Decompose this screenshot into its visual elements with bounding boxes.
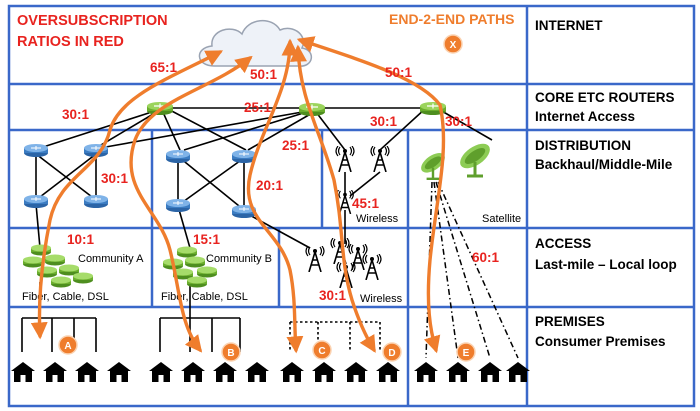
ratio-dist-wireless: 45:1 — [352, 196, 380, 211]
path-marker-e-label: E — [463, 348, 470, 359]
path-marker-d: D — [382, 342, 402, 362]
community-b-label: Community B — [206, 253, 272, 265]
cloud-icon — [198, 20, 312, 67]
house-icon — [478, 362, 502, 382]
ratio-internet-mid: 50:1 — [250, 67, 278, 82]
ratio-access-wireless: 30:1 — [319, 288, 347, 303]
house-icon — [245, 362, 269, 382]
layer-title-internet: INTERNET — [535, 18, 603, 33]
wireless-access-label: Wireless — [360, 293, 403, 305]
house-icon — [376, 362, 400, 382]
layer-title-distribution: DISTRIBUTION — [535, 138, 631, 153]
fiber-a-label: Fiber, Cable, DSL — [22, 291, 109, 303]
house-icon — [75, 362, 99, 382]
ratio-dist-mid2: 20:1 — [256, 178, 284, 193]
path-marker-a-label: A — [64, 341, 71, 352]
ratios-title-line1: OVERSUBSCRIPTION — [17, 13, 168, 29]
path-marker-b-label: B — [227, 348, 234, 359]
community-a-label: Community A — [78, 253, 144, 265]
ratios-title-line2: RATIOS IN RED — [17, 34, 124, 50]
layer-title-core: CORE ETC ROUTERS — [535, 90, 675, 105]
house-icon — [280, 362, 304, 382]
ratio-internet-left: 65:1 — [150, 60, 178, 75]
ratio-core-right2: 30:1 — [445, 114, 473, 129]
ratio-dist-mid1: 25:1 — [282, 138, 310, 153]
ratio-access-a: 10:1 — [67, 232, 95, 247]
path-marker-b: B — [221, 342, 241, 362]
wireless-dist-label: Wireless — [356, 213, 399, 225]
ratio-core-mid: 25:1 — [244, 100, 272, 115]
house-icon — [43, 362, 67, 382]
path-marker-c-label: C — [318, 346, 325, 357]
access-node-stack-icon-a — [23, 244, 93, 288]
house-icon — [181, 362, 205, 382]
path-marker-e: E — [456, 342, 476, 362]
paths-legend-marker-label: X — [450, 40, 457, 51]
layer-subtitle-distribution: Backhaul/Middle-Mile — [535, 157, 673, 172]
layer-title-access: ACCESS — [535, 236, 591, 251]
antenna-tower-icon — [362, 254, 382, 280]
end-to-end-paths — [30, 36, 446, 354]
house-icon — [344, 362, 368, 382]
path-marker-c: C — [312, 340, 332, 360]
house-icon — [312, 362, 336, 382]
ratio-core-left: 30:1 — [62, 107, 90, 122]
antenna-tower-icon — [330, 238, 350, 264]
ratio-dist-left: 30:1 — [101, 171, 129, 186]
antenna-tower-icon — [348, 244, 368, 270]
ratio-access-b: 15:1 — [193, 232, 221, 247]
layer-subtitle-premises: Consumer Premises — [535, 334, 666, 349]
dist-switch-icon — [23, 143, 49, 157]
antenna-tower-icon — [335, 146, 355, 172]
ratio-core-right1: 30:1 — [370, 114, 398, 129]
dist-switch-icon — [83, 194, 109, 208]
premises-houses — [11, 362, 530, 382]
house-icon — [149, 362, 173, 382]
house-icon — [414, 362, 438, 382]
ratio-access-satellite: 60:1 — [472, 250, 500, 265]
satellite-dish-icon — [455, 140, 495, 178]
antenna-tower-icon — [370, 146, 390, 172]
layer-titles: INTERNET CORE ETC ROUTERS Internet Acces… — [535, 18, 677, 349]
layer-subtitle-core: Internet Access — [535, 109, 635, 124]
dist-switch-icon — [23, 194, 49, 208]
path-marker-a: A — [58, 335, 78, 355]
dist-switch-icon — [165, 198, 191, 212]
antenna-tower-icon — [305, 246, 325, 272]
house-icon — [107, 362, 131, 382]
ratio-labels: 65:1 50:1 50:1 30:1 25:1 30:1 30:1 30:1 … — [62, 60, 500, 303]
layer-title-premises: PREMISES — [535, 314, 605, 329]
house-icon — [213, 362, 237, 382]
house-icon — [11, 362, 35, 382]
house-icon — [446, 362, 470, 382]
paths-legend-marker: X — [443, 34, 463, 54]
fiber-b-label: Fiber, Cable, DSL — [161, 291, 248, 303]
dist-switch-icon — [165, 149, 191, 163]
paths-title: END-2-END PATHS — [389, 11, 515, 27]
satellite-label: Satellite — [482, 213, 521, 225]
path-marker-d-label: D — [388, 348, 395, 359]
ratio-internet-right: 50:1 — [385, 65, 413, 80]
layer-subtitle-access: Last-mile – Local loop — [535, 257, 677, 272]
